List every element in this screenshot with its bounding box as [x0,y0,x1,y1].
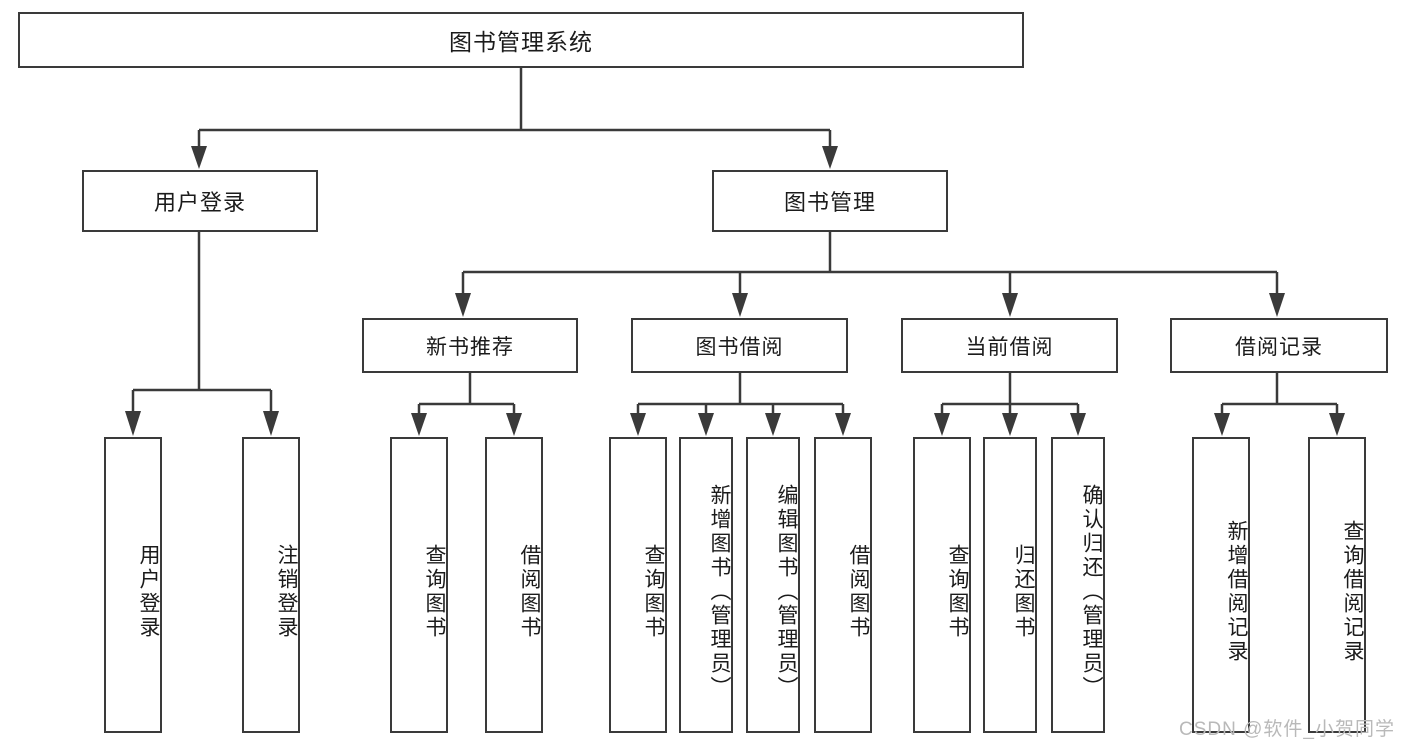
node-book-borrow[interactable]: 图书借阅 [631,318,848,373]
node-book-management[interactable]: 图书管理 [712,170,948,232]
node-label: 借阅图书 [518,544,541,640]
arrow-borrow-c1 [630,413,646,436]
arrow-borrow-c2 [698,413,714,436]
arrow-borrow-c3 [765,413,781,436]
leaf-borrow-borrow-book[interactable]: 借阅图书 [814,437,872,733]
leaf-record-add[interactable]: 新增借阅记录 [1192,437,1250,733]
leaf-borrow-edit-book-admin[interactable]: 编辑图书（管理员） [746,437,800,733]
leaf-logout[interactable]: 注销登录 [242,437,300,733]
leaf-current-confirm-return-admin[interactable]: 确认归还（管理员） [1051,437,1105,733]
arrow-current-c1 [934,413,950,436]
node-label: 用户登录 [153,190,246,215]
node-label: 注销登录 [275,544,298,640]
node-label: 图书借阅 [695,335,784,359]
leaf-borrow-add-book-admin[interactable]: 新增图书（管理员） [679,437,733,733]
node-label: 确认归还（管理员） [1080,484,1103,700]
arrow-newbook-c2 [506,413,522,436]
node-label: 编辑图书（管理员） [775,484,798,700]
node-borrow-record[interactable]: 借阅记录 [1170,318,1388,373]
arrow-borrow-c4 [835,413,851,436]
node-new-book-recommend[interactable]: 新书推荐 [362,318,578,373]
node-label: 新增借阅记录 [1225,520,1248,664]
node-root-system[interactable]: 图书管理系统 [18,12,1024,68]
arrow-login-c2 [263,411,279,436]
leaf-current-query-book[interactable]: 查询图书 [913,437,971,733]
node-label: 借阅图书 [847,544,870,640]
node-label: 查询图书 [423,544,446,640]
node-label: 图书管理 [783,190,876,215]
node-label: 借阅记录 [1235,335,1323,359]
arrow-current-c3 [1070,413,1086,436]
node-current-borrow[interactable]: 当前借阅 [901,318,1118,373]
arrow-bookmgmt-c1 [455,293,471,317]
leaf-borrow-query-book[interactable]: 查询图书 [609,437,667,733]
arrow-record-c1 [1214,413,1230,436]
node-label: 新增图书（管理员） [708,484,731,700]
node-label: 查询图书 [946,544,969,640]
leaf-newbook-borrow-book[interactable]: 借阅图书 [485,437,543,733]
arrow-record-c2 [1329,413,1345,436]
arrow-bookmgmt-c3 [1002,293,1018,317]
node-user-login[interactable]: 用户登录 [82,170,318,232]
node-label: 当前借阅 [965,335,1054,359]
node-label: 归还图书 [1012,544,1035,640]
arrow-current-c2 [1002,413,1018,436]
node-label: 新书推荐 [426,335,514,359]
node-label: 用户登录 [137,544,160,640]
leaf-current-return-book[interactable]: 归还图书 [983,437,1037,733]
leaf-user-login[interactable]: 用户登录 [104,437,162,733]
arrow-bookmgmt-c2 [732,293,748,317]
arrow-root-to-bookmgmt [822,146,838,169]
arrow-newbook-c1 [411,413,427,436]
watermark: CSDN @软件_小贺同学 [1179,719,1395,740]
node-label: 图书管理系统 [449,29,593,55]
node-label: 查询借阅记录 [1341,520,1364,664]
leaf-record-query[interactable]: 查询借阅记录 [1308,437,1366,733]
arrow-login-c1 [125,411,141,436]
node-label: 查询图书 [642,544,665,640]
arrow-root-to-login [191,146,207,169]
leaf-newbook-query-book[interactable]: 查询图书 [390,437,448,733]
arrow-bookmgmt-c4 [1269,293,1285,317]
